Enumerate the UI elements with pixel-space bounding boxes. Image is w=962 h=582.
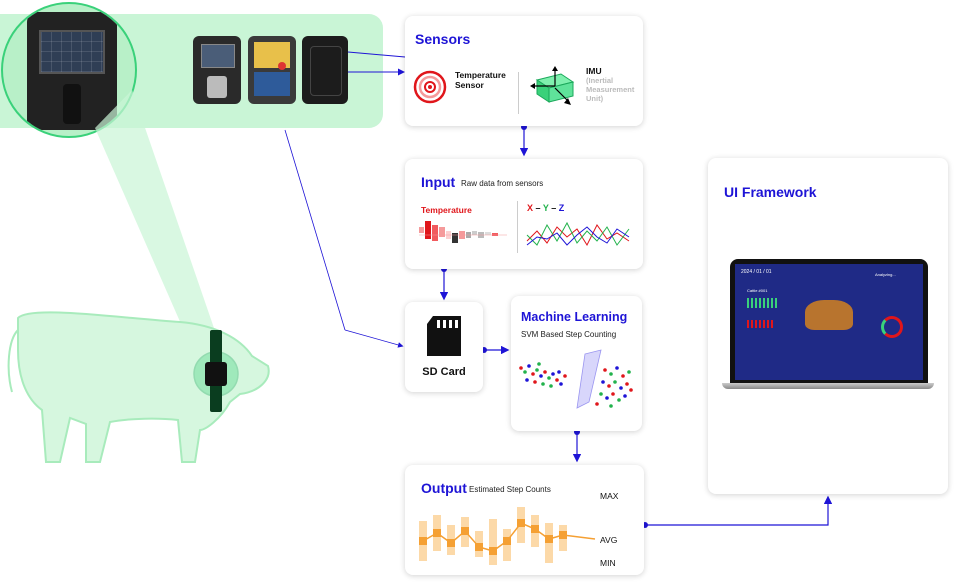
dashboard-red-bars	[747, 320, 773, 328]
input-subtitle: Raw data from sensors	[461, 179, 544, 188]
imu-sublabel: (Inertial Measurement Unit)	[586, 76, 635, 103]
cow-silhouette	[7, 311, 270, 463]
dashboard-cattle-id: Cattle #001	[747, 288, 768, 293]
step-count-chart	[419, 507, 596, 565]
output-subtitle: Estimated Step Counts	[469, 485, 551, 494]
temperature-mini-chart	[419, 221, 507, 243]
temperature-chart-label: Temperature	[421, 205, 472, 215]
laptop-screen: 2024 / 01 / 01 Analyzing... Cattle #001	[730, 259, 928, 383]
z-axis-label: Z	[558, 203, 565, 213]
svm-scatter-plot	[519, 349, 633, 409]
dashboard-status: Analyzing...	[875, 272, 896, 277]
min-label: MIN	[600, 558, 616, 568]
ui-framework-card: UI Framework 2024 / 01 / 01 Analyzing...…	[708, 158, 948, 494]
sensors-divider	[518, 72, 519, 114]
input-card: Input Raw data from sensors Temperature …	[405, 159, 643, 269]
zoom-cone	[95, 90, 225, 390]
dashboard-date: 2024 / 01 / 01	[741, 269, 772, 275]
ml-title: Machine Learning	[521, 310, 628, 324]
output-title: Output	[421, 480, 467, 496]
temperature-sensor-icon	[413, 70, 447, 104]
sd-card-icon	[427, 316, 461, 356]
imu-label: IMU	[586, 66, 602, 76]
sd-card-label: SD Card	[422, 366, 466, 378]
temp-bar	[425, 221, 431, 239]
ml-card: Machine Learning SVM Based Step Counting	[511, 296, 642, 431]
x-axis-label: X	[527, 203, 534, 213]
device-photo-back	[302, 36, 348, 104]
input-title: Input	[421, 174, 456, 190]
y-series-line	[526, 221, 630, 246]
dashboard-screen: 2024 / 01 / 01 Analyzing... Cattle #001	[735, 264, 923, 380]
dashboard-green-bars	[747, 298, 777, 308]
imu-cube-icon	[530, 66, 575, 105]
xyz-label: X – Y – Z	[527, 203, 564, 213]
laptop-base	[722, 383, 934, 389]
temp-bar	[419, 227, 424, 233]
temp-bar	[439, 227, 445, 237]
svm-hyperplane	[576, 349, 602, 409]
device-zoom-circle	[1, 2, 137, 138]
y-axis-label: Y	[542, 203, 549, 213]
dashboard-gauge	[881, 316, 903, 338]
device-photo-open	[248, 36, 296, 104]
collar-device	[205, 362, 227, 386]
sensors-title: Sensors	[415, 31, 471, 47]
output-card: Output Estimated Step Counts MAX AVG MIN	[405, 465, 644, 575]
temp-bar	[432, 225, 438, 241]
x-series-line	[526, 224, 630, 247]
temp-bar	[485, 232, 491, 235]
svm-points-left	[519, 362, 567, 388]
ml-subtitle: SVM Based Step Counting	[521, 330, 617, 339]
temp-bar	[492, 233, 498, 236]
xyz-sep-1: –	[533, 203, 543, 213]
sensors-card: Sensors Temperature Sensor IMU (Inertial…	[405, 16, 643, 126]
ui-framework-title: UI Framework	[724, 184, 817, 200]
z-series-line	[526, 226, 630, 246]
xyz-sep-2: –	[548, 203, 559, 213]
svm-points-right	[595, 366, 633, 408]
max-label: MAX	[600, 491, 619, 501]
xyz-line-chart	[526, 221, 630, 247]
temp-bar	[452, 233, 458, 243]
temperature-sensor-label: Temperature Sensor	[455, 70, 506, 90]
input-divider	[517, 201, 518, 253]
device-photo-front	[193, 36, 241, 104]
avg-markers	[419, 519, 567, 555]
sd-card-box: SD Card	[405, 302, 483, 392]
dashboard-cow-image	[805, 300, 853, 330]
temp-bar	[472, 231, 477, 235]
avg-label: AVG	[600, 535, 618, 545]
